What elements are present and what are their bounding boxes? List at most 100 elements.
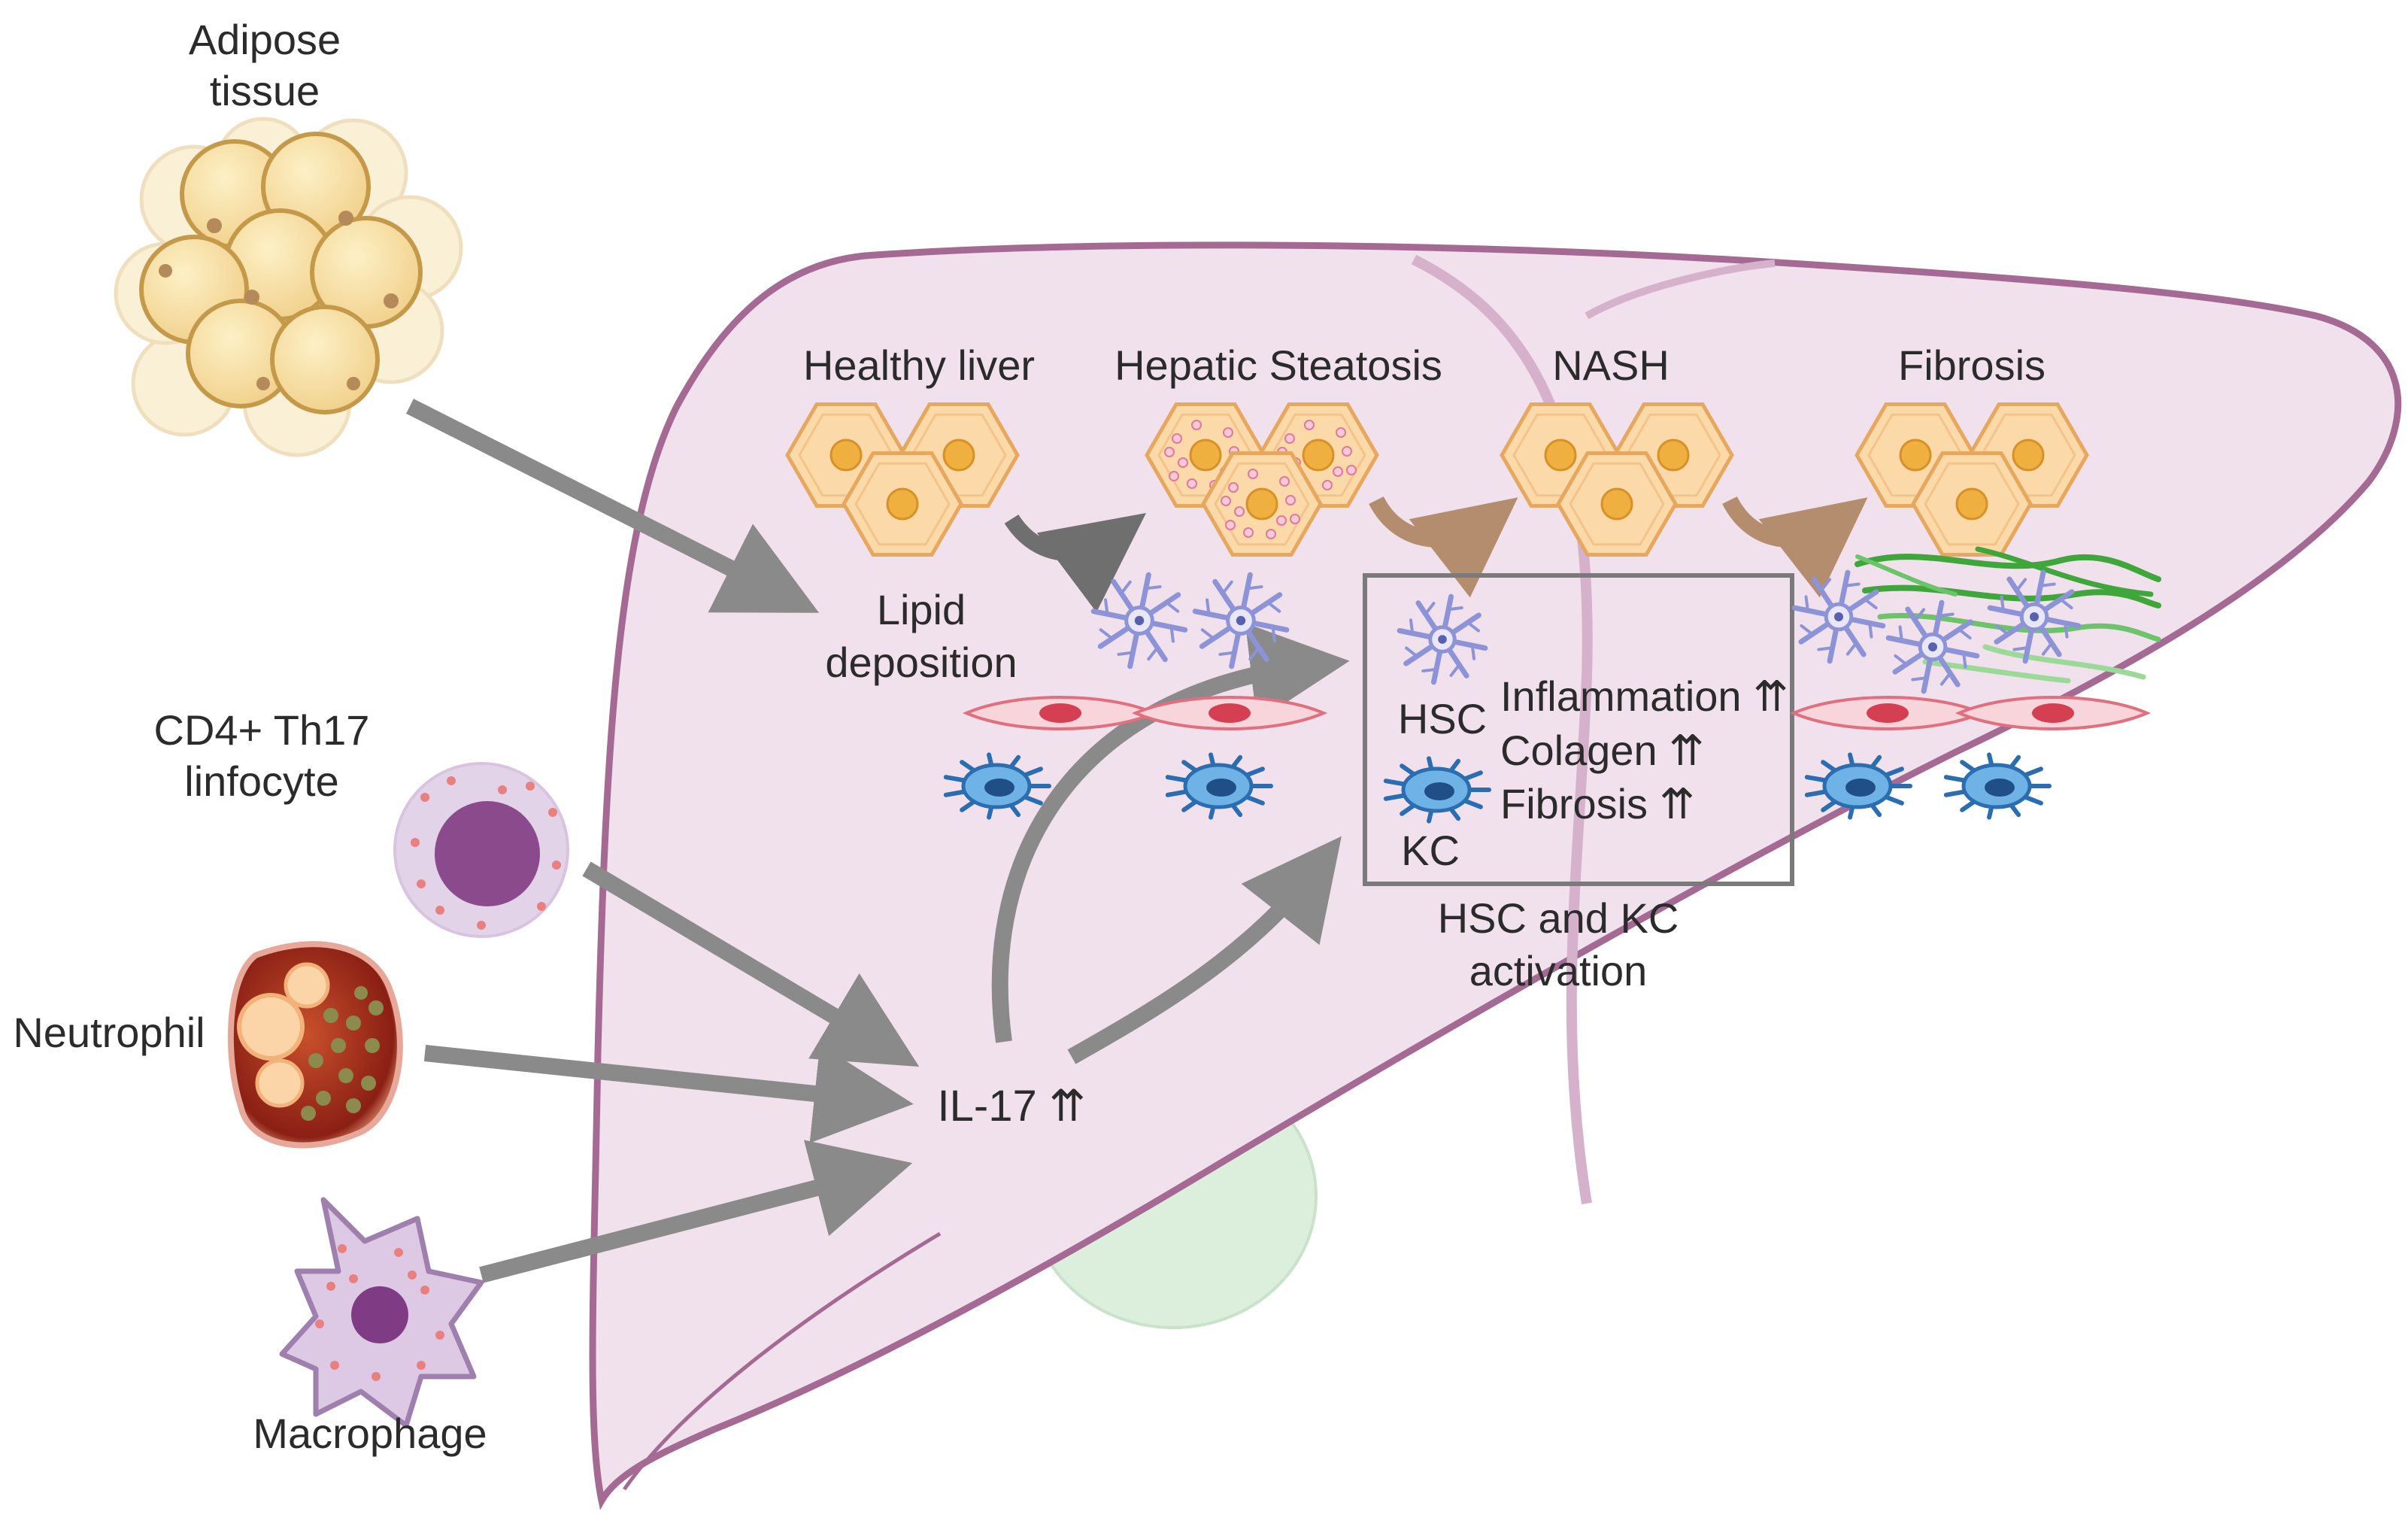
hepatic-stellate-cells xyxy=(1090,569,2082,694)
macrophage-label: Macrophage xyxy=(253,1410,487,1457)
falciform-ligament xyxy=(1411,254,1593,1205)
lipid-droplet xyxy=(1336,427,1346,438)
lipid-droplet xyxy=(1342,446,1352,457)
lipid-droplet xyxy=(1228,482,1239,493)
lipid-droplet xyxy=(1187,478,1197,489)
stage-nash: NASH xyxy=(1552,341,1670,389)
arrow-healthy-to-steatosis xyxy=(1004,513,1147,612)
lipid-droplet xyxy=(1221,496,1231,506)
hepatocyte-nucleus xyxy=(1600,487,1633,521)
hepatocyte-inner xyxy=(854,462,951,546)
endothelial-cell xyxy=(1789,696,1986,730)
activation-box xyxy=(1363,573,1794,886)
lipid-droplet xyxy=(1290,514,1300,524)
arrow-nash-to-fibrosis xyxy=(1722,496,1868,598)
arrow-macrophage-to-il17 xyxy=(479,1140,913,1283)
hepatocyte-cluster-steatosis xyxy=(1145,402,1379,557)
arrow-il17-to-hsc xyxy=(991,623,1350,1043)
colagen-label: Colagen ⇈ xyxy=(1500,727,1704,774)
lipid-label-line1: Lipid xyxy=(877,586,966,633)
endothelial-cells xyxy=(962,696,2152,730)
th17-label-line1: CD4+ Th17 xyxy=(154,706,370,754)
hepatocyte-inner xyxy=(1214,462,1310,546)
kupffer-cell xyxy=(1943,752,2052,820)
lipid-droplet xyxy=(1276,515,1287,526)
hsc-label: HSC xyxy=(1398,695,1487,742)
hsc-star-cell xyxy=(1192,572,1290,669)
lipid-droplet xyxy=(1346,465,1357,475)
hepatocyte-nucleus xyxy=(942,439,975,472)
kc-label: KC xyxy=(1401,827,1460,874)
lipid-droplet xyxy=(1223,427,1233,438)
hepatocyte-nucleus xyxy=(1657,439,1690,472)
hepatocyte-nucleus xyxy=(1302,439,1335,472)
arrow-steatosis-to-nash xyxy=(1369,496,1518,598)
endothelial-cell xyxy=(1955,696,2152,730)
hepatocyte-nucleus xyxy=(1955,487,1988,521)
lipid-droplet xyxy=(1285,495,1296,505)
kupffer-cell xyxy=(1165,752,1273,820)
hepatocyte-nucleus xyxy=(1189,439,1222,472)
endothelial-cell xyxy=(1131,696,1328,730)
hepatocyte-inner xyxy=(1924,462,2020,546)
stage-healthy-liver: Healthy liver xyxy=(803,341,1035,389)
lipid-droplet xyxy=(1234,506,1245,517)
hsc-star-cell xyxy=(1987,569,2082,664)
adipose-label-line2: tissue xyxy=(210,67,320,114)
lipid-label-line2: deposition xyxy=(825,639,1017,686)
hepatocyte-cluster-nash xyxy=(1500,402,1734,557)
lipid-droplet xyxy=(1266,529,1276,539)
lipid-droplet xyxy=(1243,527,1254,538)
lipid-droplet xyxy=(1178,457,1188,468)
lipid-droplet xyxy=(1304,420,1315,430)
lipid-droplet xyxy=(1169,471,1179,481)
inflammation-label: Inflammation ⇈ xyxy=(1500,672,1788,720)
hepatocyte-nucleus xyxy=(1544,439,1577,472)
kupffer-cell xyxy=(1804,752,1912,820)
arrow-th17-to-il17 xyxy=(582,861,920,1067)
hepatocyte-cluster-healthy xyxy=(785,402,1020,557)
hsc-star-cell xyxy=(1397,593,1488,685)
hepatocyte-nucleus xyxy=(1245,487,1278,521)
il17-label: IL-17 ⇈ xyxy=(938,1082,1086,1131)
hepatocyte-nucleus xyxy=(829,439,863,472)
lipid-droplet xyxy=(1164,447,1175,457)
adipose-label-line1: Adipose xyxy=(189,16,341,63)
lipid-droplet xyxy=(1248,469,1258,479)
lipid-droplet xyxy=(1279,476,1290,487)
arrow-il17-to-kc xyxy=(1067,836,1342,1064)
arrow-neutrophil-to-il17 xyxy=(423,1044,914,1143)
th17-label-line2: linfocyte xyxy=(184,757,338,805)
adipose-tissue xyxy=(114,117,463,457)
neutrophil-cell xyxy=(227,941,403,1149)
hsc-star-cell xyxy=(1090,572,1188,669)
kupffer-cell xyxy=(943,752,1051,820)
th17-lymphocyte-cell xyxy=(393,762,569,938)
hepatocyte-clusters xyxy=(785,402,2089,557)
hepatocyte-nucleus xyxy=(2012,439,2045,472)
stage-fibrosis: Fibrosis xyxy=(1898,341,2046,389)
neutrophil-label: Neutrophil xyxy=(13,1009,205,1056)
activation-label-line1: HSC and KC xyxy=(1438,894,1679,942)
activation-label-line2: activation xyxy=(1469,947,1648,994)
lipid-droplet xyxy=(1333,466,1343,477)
lipid-droplet xyxy=(1172,433,1182,444)
hepatocyte-nucleus xyxy=(1899,439,1932,472)
arrow-adipose-to-lipid xyxy=(406,399,820,613)
liver-inner-edge xyxy=(622,1231,942,1491)
ligament-branch xyxy=(1585,260,1776,320)
kupffer-cell xyxy=(1383,756,1491,824)
hsc-star-cell xyxy=(1791,569,1886,664)
hepatocyte-cluster-fibrosis xyxy=(1855,402,2089,557)
lipid-droplet xyxy=(1322,480,1333,490)
lipid-droplet xyxy=(1225,520,1236,530)
macrophage-cell xyxy=(279,1197,484,1428)
fibrosis-up-label: Fibrosis ⇈ xyxy=(1500,780,1695,827)
lipid-droplet xyxy=(1284,433,1295,444)
hsc-star-cell xyxy=(1885,600,1980,694)
kupffer-cells xyxy=(943,752,2052,824)
stage-hepatic-steatosis: Hepatic Steatosis xyxy=(1115,341,1442,389)
lipid-droplet xyxy=(1191,420,1202,430)
